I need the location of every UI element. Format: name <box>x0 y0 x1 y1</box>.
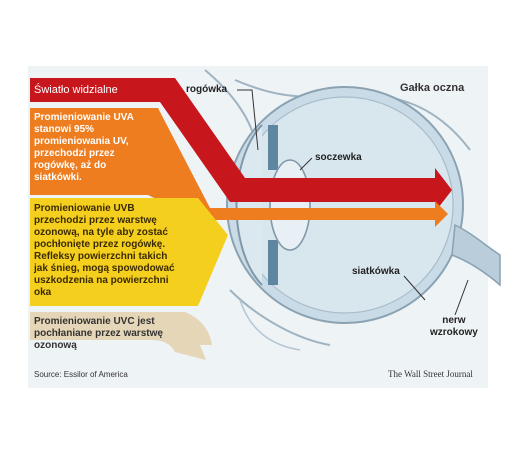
uvc-text: Promieniowanie UVC jest pochłaniane prze… <box>34 316 163 351</box>
diagram-title: Gałka oczna <box>400 82 465 94</box>
lens-leader <box>299 157 313 171</box>
uvc-band <box>30 312 212 360</box>
uvb-band <box>30 198 228 306</box>
lower-eyelid-outline <box>229 289 331 346</box>
optic-nerve <box>451 223 501 287</box>
lens-label: soczewka <box>315 152 362 163</box>
uva-text: Promieniowanie UVA stanowi 95% promienio… <box>34 112 134 183</box>
cheek-outline <box>239 299 301 351</box>
cornea-leader <box>237 89 259 151</box>
visible-light-label: Światło widzialne <box>34 84 118 96</box>
retina-leader <box>403 275 426 301</box>
cornea-label: rogówka <box>186 84 228 95</box>
source-credit: Source: Essilor of America <box>34 370 128 379</box>
iris-lower <box>268 240 278 285</box>
cornea <box>235 124 263 286</box>
uvb-text: Promieniowanie UVB przechodzi przez wars… <box>34 203 175 298</box>
uva-band <box>30 108 448 227</box>
lens <box>269 159 311 251</box>
visible-light-band <box>30 78 452 212</box>
optic-nerve-label: nerw wzrokowy <box>430 315 478 338</box>
iris-upper <box>268 125 278 170</box>
optic-nerve-leader <box>454 279 469 316</box>
publisher-credit: The Wall Street Journal <box>388 369 473 379</box>
retina-label: siatkówka <box>352 266 400 277</box>
